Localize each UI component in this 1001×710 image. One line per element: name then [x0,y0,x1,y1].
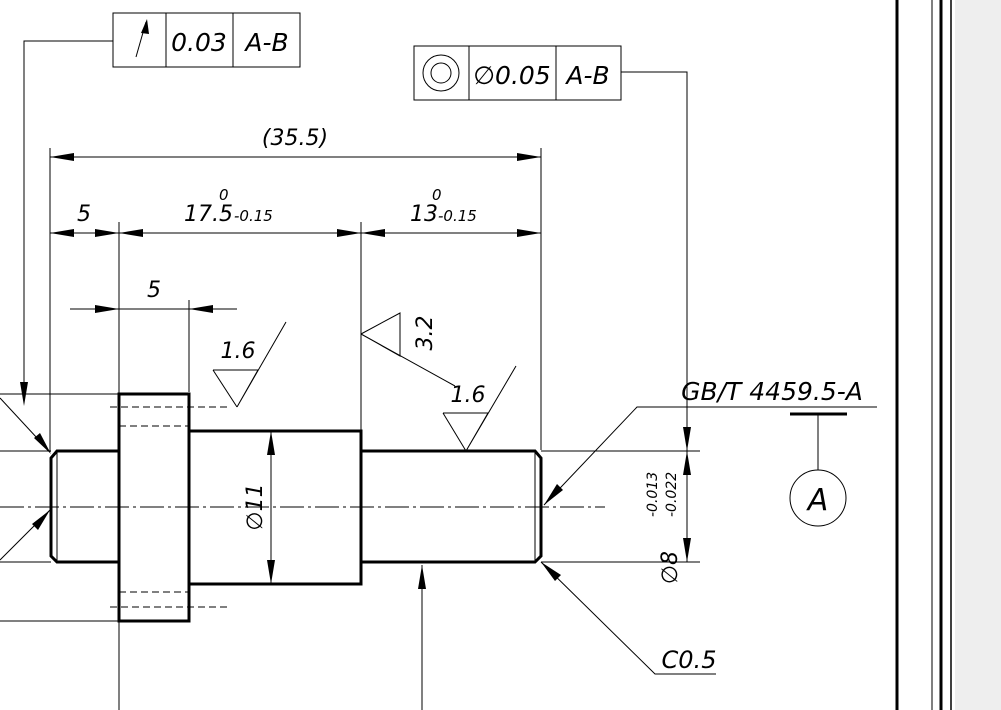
runout-value: 0.03 [171,28,227,57]
runout-frame [112,12,301,68]
concentricity-datum: A-B [564,61,609,90]
dimension-shaft-diameter [683,451,691,562]
roughness-symbol-shoulder [360,312,456,387]
runout-datum: A-B [243,28,288,57]
collar-length-label: 5 [77,202,91,227]
chamfer-leader [540,561,716,675]
right-length-nominal: 13 [410,202,438,227]
middle-length-upper: 0 [219,186,229,204]
shaft-diameter-nominal: ∅8 [658,551,683,584]
dimension-chain [50,229,541,237]
dimension-flange-width [70,305,237,313]
dimension-overall [50,153,541,161]
middle-diameter-label: ∅11 [243,483,268,530]
right-length-lower: -0.15 [438,207,477,225]
middle-length-lower: -0.15 [234,207,273,225]
middle-length-nominal: 17.5 [184,202,233,227]
concentricity-frame [413,45,622,101]
roughness-flange-value: 1.6 [221,339,256,364]
roughness-symbol-shaft [442,365,517,452]
chamfer-label: C0.5 [662,646,717,674]
datum-a-leader [418,565,426,710]
circular-runout-icon [135,19,149,58]
flange-width-label: 5 [147,278,161,303]
dimension-middle-diameter [267,431,275,584]
right-length-upper: 0 [432,186,442,204]
concentricity-leader [621,71,691,451]
extension-lines [0,148,700,710]
left-chamfer-leaders [0,397,51,561]
roughness-shaft-value: 1.6 [451,383,486,408]
flange-hidden-holes [110,406,228,608]
shaft-diameter-lower: -0.022 [664,472,680,517]
center-hole-leader [543,406,877,506]
runout-leader [20,40,113,406]
datum-a-symbol [789,412,847,527]
roughness-symbol-flange [212,321,287,408]
concentricity-icon [422,54,460,92]
shaft-diameter-upper: -0.013 [645,472,661,517]
standard-note: GB/T 4459.5-A [681,377,863,406]
concentricity-value: ∅0.05 [473,61,550,90]
datum-label: A [806,483,829,518]
sheet-margin [955,0,1001,710]
roughness-shoulder-value: 3.2 [413,316,438,351]
overall-length-label: (35.5) [262,126,328,151]
